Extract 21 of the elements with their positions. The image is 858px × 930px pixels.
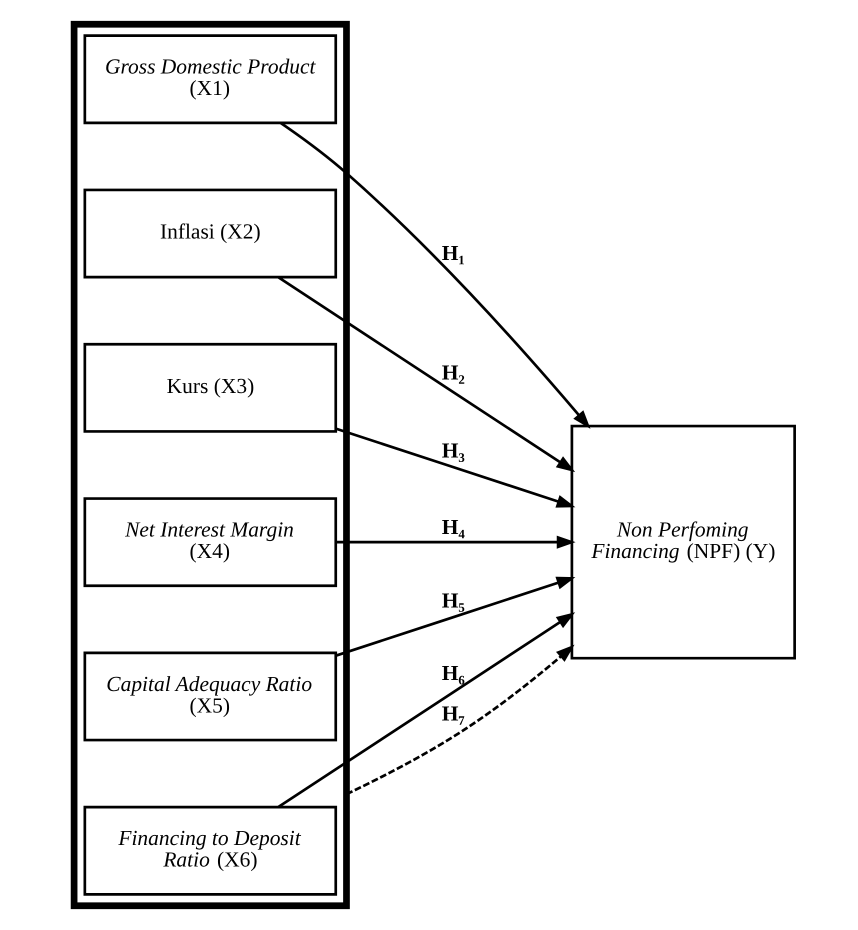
node-box: Gross Domestic Product (X1) <box>84 34 338 124</box>
arrow <box>335 427 576 508</box>
node-box: Net Interest Margin (X4) <box>84 497 338 588</box>
arrow <box>336 536 576 549</box>
arrow <box>278 276 576 472</box>
edge-label: H₂ <box>442 360 465 385</box>
cluster <box>70 20 350 910</box>
edge-label: H₅ <box>442 588 465 613</box>
arrow <box>280 122 590 429</box>
node-box: Kurs (X3) <box>84 342 338 433</box>
edge-label: H₇ <box>442 701 465 726</box>
edge-label: H₃ <box>442 438 465 462</box>
node-box: Non Perfoming Financing (NPF) (Y) <box>570 424 796 660</box>
edge-label: H₄ <box>442 514 465 539</box>
node-box: Capital Adequacy Ratio (X5) <box>84 652 338 742</box>
node-box: Financing to Deposit Ratio (X6) <box>84 806 338 896</box>
edge-label: H₆ <box>442 661 465 686</box>
node-box: Inflasi (X2) <box>84 188 338 278</box>
edge-label: H₁ <box>442 241 465 266</box>
arrow <box>335 576 576 657</box>
arrow <box>278 612 576 808</box>
